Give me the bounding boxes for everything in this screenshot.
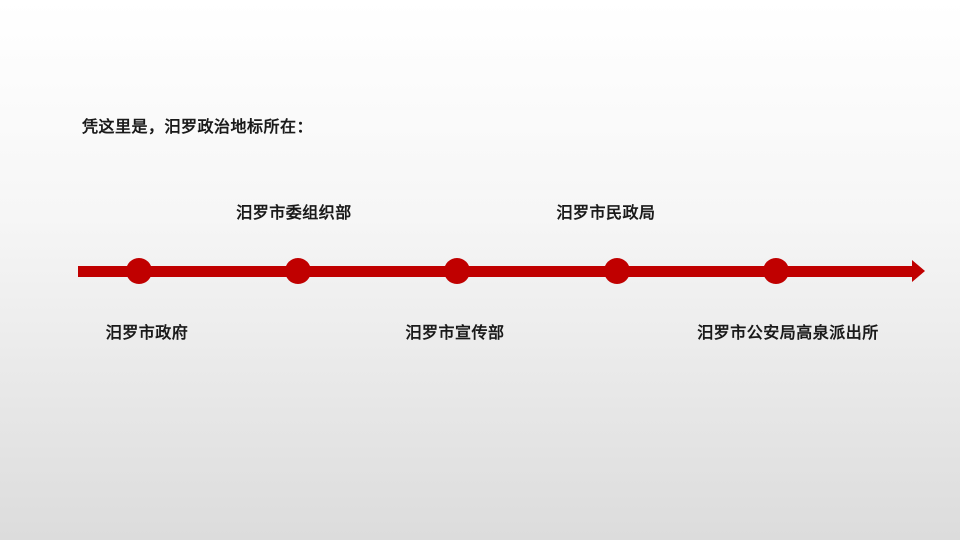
timeline-label-3: 汨罗市宣传部 [405,323,505,342]
timeline-label-1: 汨罗市政府 [105,323,189,342]
timeline-node-1 [126,258,152,284]
timeline-label-5: 汨罗市公安局高泉派出所 [697,323,879,342]
timeline-label-2: 汨罗市委组织部 [236,203,352,222]
timeline-node-3 [444,258,470,284]
timeline-node-4 [604,258,630,284]
intro-heading: 凭这里是，汨罗政治地标所在： [82,117,314,136]
timeline-node-5 [763,258,789,284]
timeline-node-2 [285,258,311,284]
arrow-right-icon [912,260,925,282]
timeline-line [78,266,914,277]
timeline-label-4: 汨罗市民政局 [556,203,656,222]
